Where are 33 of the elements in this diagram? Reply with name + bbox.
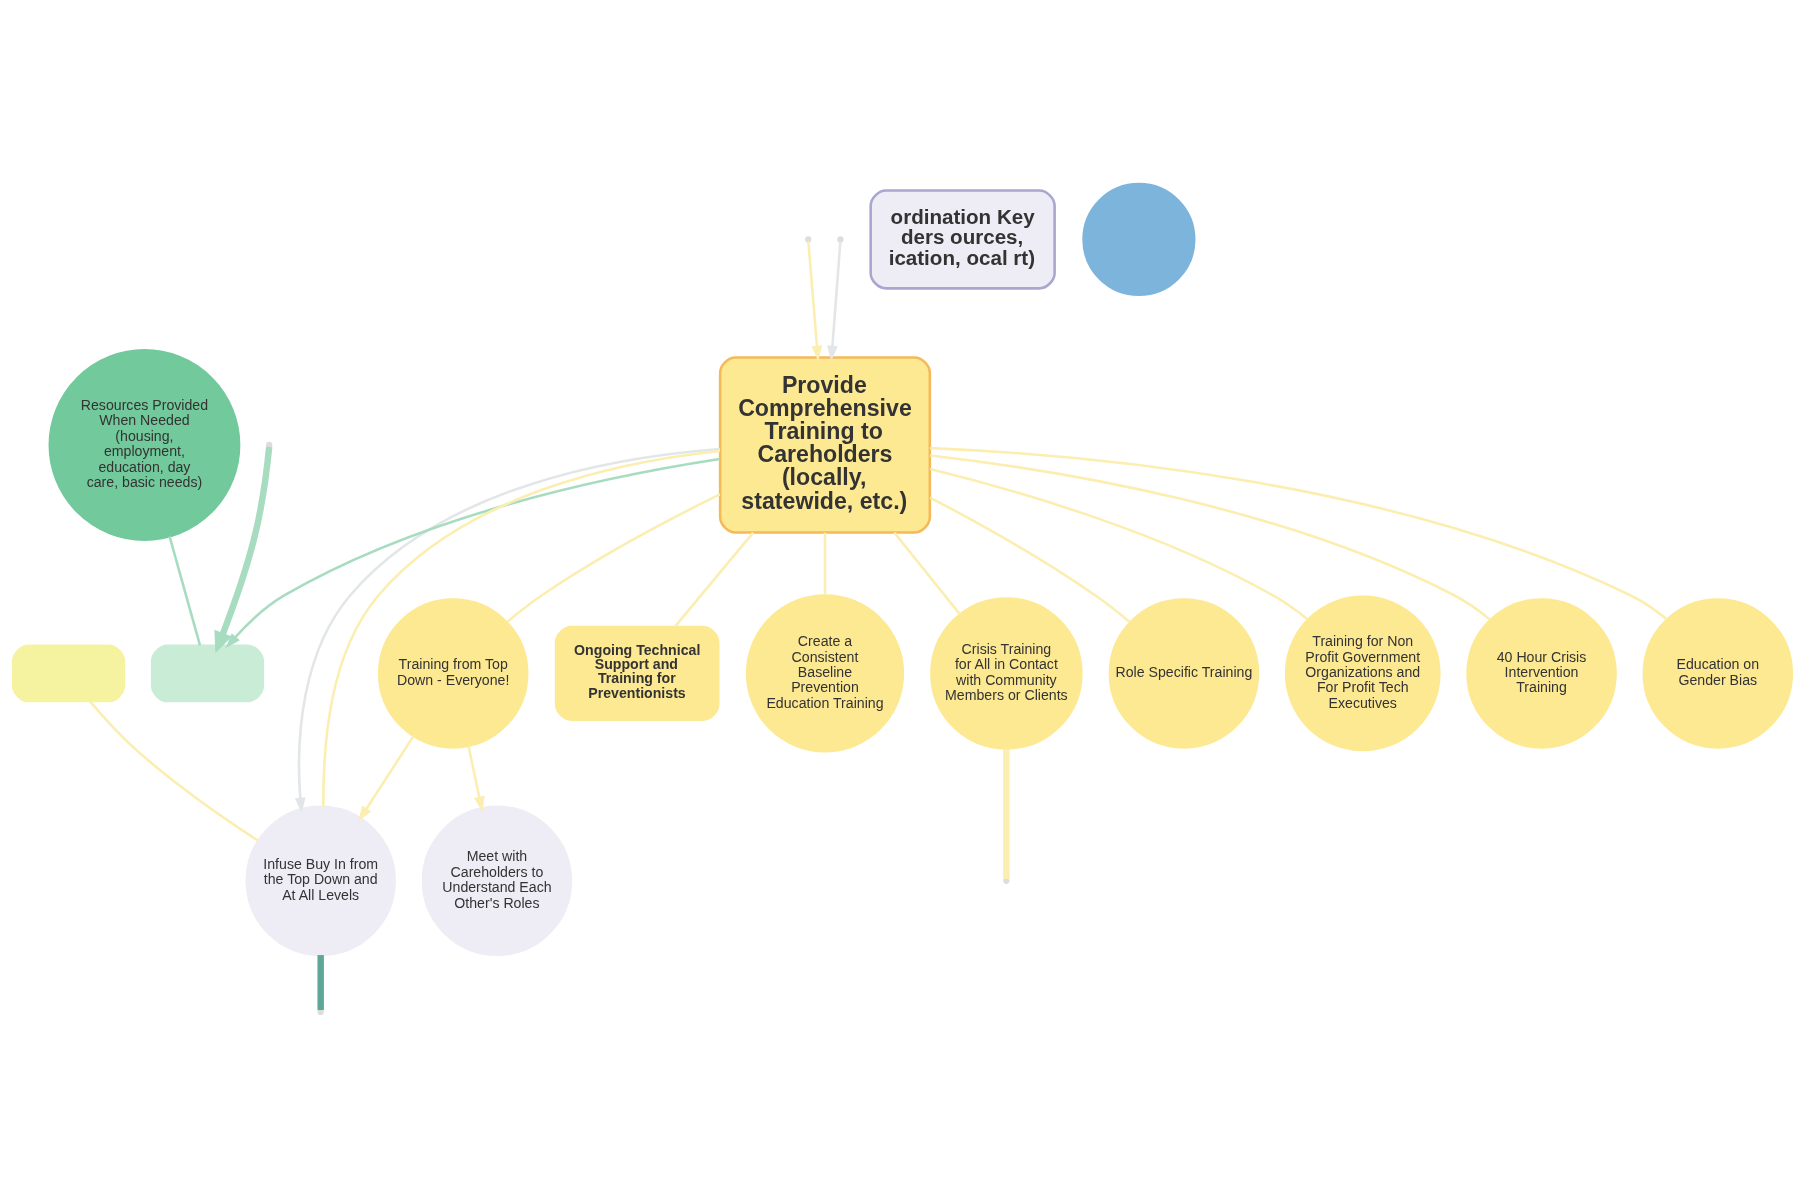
arrow [467, 745, 485, 812]
arrow [358, 734, 415, 821]
arrow [827, 240, 842, 361]
connector [893, 531, 961, 615]
node-box: Ongoing Technical Support and Training for Preventionists [554, 625, 720, 721]
node-circle: Education on Gender Bias [1642, 597, 1794, 749]
node-circle: Resources Provided When Needed (housing, employment, education, day care, basic needs) [48, 348, 241, 541]
node-circle: Training for Non Profit Government Organizations and For Profit Tech Executives [1284, 595, 1441, 751]
connector [823, 532, 827, 595]
node-circle: Create a Consistent Baseline Prevention Education Training [745, 593, 905, 753]
connector [929, 453, 1491, 621]
connector [929, 446, 1668, 620]
connector [1003, 748, 1010, 879]
node-box: ordination Key ders ources, ication, ocal rt) [869, 188, 1056, 290]
node-circle [1082, 182, 1196, 296]
node-circle: Meet with Careholders to Understand Each Other's Roles [421, 805, 573, 956]
connector [929, 467, 1309, 621]
connector [506, 492, 721, 623]
connector [929, 496, 1131, 623]
connector [317, 954, 324, 1010]
node-circle: Role Specific Training [1108, 597, 1260, 749]
node-box [11, 643, 126, 702]
node-circle: Training from Top Down - Everyone! [377, 597, 529, 749]
node-box [150, 643, 265, 702]
connector [168, 535, 202, 646]
connector [89, 700, 259, 842]
arrow [214, 446, 273, 653]
arrow [807, 240, 823, 361]
node-box: Provide Comprehensive Training to Careholders (locally, statewide, etc.) [718, 355, 932, 534]
connector [673, 531, 755, 628]
arrow [225, 457, 720, 648]
node-circle: Crisis Training for All in Contact with Community Members or Clients [930, 596, 1083, 750]
node-circle: 40 Hour Crisis Intervention Training [1466, 597, 1617, 749]
